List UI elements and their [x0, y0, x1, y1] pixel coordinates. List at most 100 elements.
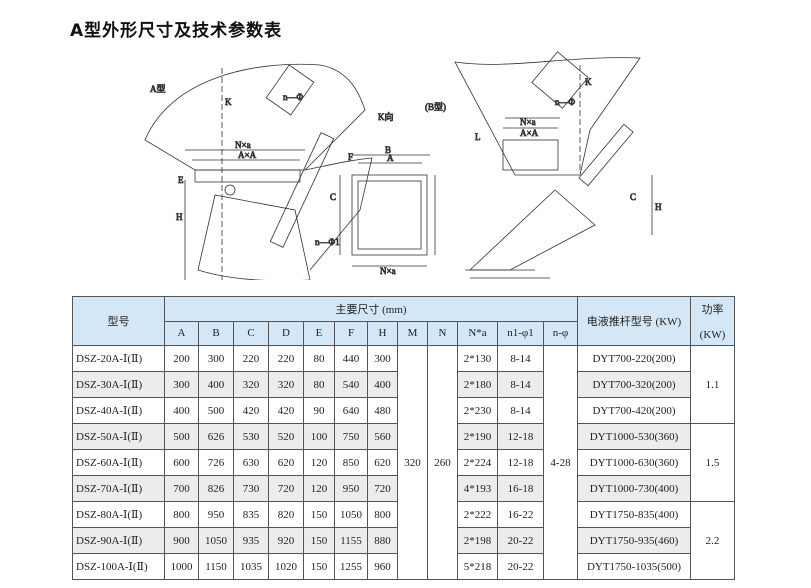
dim-a-cell: 1000 — [164, 553, 199, 580]
label-c: C — [330, 192, 336, 202]
dim-d-cell: 720 — [268, 475, 304, 502]
dim-h-cell: 960 — [367, 553, 398, 580]
dim-a-cell: 900 — [164, 527, 199, 554]
dim-f-cell: 950 — [334, 475, 368, 502]
label-h: H — [176, 212, 183, 222]
dim-h-cell: 300 — [367, 345, 398, 372]
dim-a-cell: 500 — [164, 423, 199, 450]
dim-e-cell: 80 — [303, 345, 335, 372]
model-cell: DSZ-20A-Ⅰ(Ⅱ) — [72, 345, 165, 372]
dim-h-cell: 560 — [367, 423, 398, 450]
header-col: F — [334, 320, 368, 346]
dim-c-cell: 730 — [233, 475, 269, 502]
label-b-n-a: N×a — [520, 117, 536, 127]
dim-n-phi-cell: 4-28 — [543, 345, 578, 580]
dim-f-cell: 1255 — [334, 553, 368, 580]
header-col: M — [397, 320, 428, 346]
dim-c-cell: 935 — [233, 527, 269, 554]
header-col: E — [303, 320, 335, 346]
dim-n1-phi1-cell: 8-14 — [497, 345, 544, 372]
dim-f-cell: 640 — [334, 397, 368, 424]
label-k-n-a: N×a — [380, 266, 396, 276]
dim-na-cell: 2*180 — [457, 371, 498, 398]
dim-a-cell: 200 — [164, 345, 199, 372]
dim-b-cell: 400 — [198, 371, 234, 398]
dim-h-cell: 880 — [367, 527, 398, 554]
dim-f-cell: 750 — [334, 423, 368, 450]
page-title: A型外形尺寸及技术参数表 — [70, 21, 283, 41]
power-unit: (KW) — [699, 329, 726, 341]
dim-d-cell: 820 — [268, 501, 304, 528]
label-n-phi1: n—Φ1 — [315, 237, 340, 247]
dim-a-cell: 800 — [164, 501, 199, 528]
power-label: 功率 — [701, 304, 724, 316]
header-model: 型号 — [72, 296, 165, 346]
dim-n1-phi1-cell: 16-22 — [497, 501, 544, 528]
dim-na-cell: 4*193 — [457, 475, 498, 502]
dim-d-cell: 220 — [268, 345, 304, 372]
actuator-cell: DYT1750-1035(500) — [577, 553, 691, 580]
dim-b-cell: 300 — [198, 345, 234, 372]
dim-n1-phi1-cell: 20-22 — [497, 527, 544, 554]
actuator-cell: DYT1750-935(460) — [577, 527, 691, 554]
dim-c-cell: 835 — [233, 501, 269, 528]
label-a: A — [387, 153, 394, 163]
dim-na-cell: 2*230 — [457, 397, 498, 424]
dim-d-cell: 320 — [268, 371, 304, 398]
dim-e-cell: 150 — [303, 527, 335, 554]
dim-na-cell: 5*218 — [457, 553, 498, 580]
power-cell: 1.1 — [690, 345, 735, 424]
dim-d-cell: 920 — [268, 527, 304, 554]
dim-d-cell: 620 — [268, 449, 304, 476]
model-cell: DSZ-100A-Ⅰ(Ⅱ) — [72, 553, 165, 580]
actuator-cell: DYT700-420(200) — [577, 397, 691, 424]
dim-b-cell: 1150 — [198, 553, 234, 580]
label-a-type: A型 — [150, 84, 166, 94]
dim-na-cell: 2*190 — [457, 423, 498, 450]
dim-n1-phi1-cell: 16-18 — [497, 475, 544, 502]
label-n-phi: n—Φ — [283, 92, 304, 102]
dim-e-cell: 150 — [303, 501, 335, 528]
k-view-drawing — [339, 154, 436, 267]
label-b-l: L — [475, 132, 481, 142]
dim-b-cell: 500 — [198, 397, 234, 424]
dim-n1-phi1-cell: 8-14 — [497, 397, 544, 424]
model-cell: DSZ-60A-Ⅰ(Ⅱ) — [72, 449, 165, 476]
label-a-a: A×A — [238, 150, 257, 160]
header-col: n1-φ1 — [497, 320, 544, 346]
dim-e-cell: 120 — [303, 449, 335, 476]
model-cell: DSZ-90A-Ⅰ(Ⅱ) — [72, 527, 165, 554]
header-col: C — [233, 320, 269, 346]
model-cell: DSZ-50A-Ⅰ(Ⅱ) — [72, 423, 165, 450]
label-b: B — [385, 145, 391, 155]
dim-b-cell: 626 — [198, 423, 234, 450]
dim-e-cell: 90 — [303, 397, 335, 424]
label-b-k: K — [585, 77, 592, 87]
b-type-drawing — [454, 51, 653, 279]
header-col: A — [164, 320, 199, 346]
header-power: 功率 (KW) — [690, 296, 735, 346]
header-main-dims: 主要尺寸 (mm) — [164, 296, 578, 322]
dim-n-cell: 260 — [427, 345, 458, 580]
dim-h-cell: 480 — [367, 397, 398, 424]
dim-d-cell: 420 — [268, 397, 304, 424]
power-cell: 2.2 — [690, 501, 735, 580]
label-k: K — [225, 97, 232, 107]
model-cell: DSZ-30A-Ⅰ(Ⅱ) — [72, 371, 165, 398]
actuator-cell: DYT1750-835(400) — [577, 501, 691, 528]
label-b-a-a: A×A — [520, 128, 539, 138]
dim-na-cell: 2*130 — [457, 345, 498, 372]
label-f: F — [348, 152, 353, 162]
dim-e-cell: 100 — [303, 423, 335, 450]
header-col: N*a — [457, 320, 498, 346]
dim-h-cell: 400 — [367, 371, 398, 398]
label-e: E — [178, 175, 184, 185]
dim-n1-phi1-cell: 12-18 — [497, 423, 544, 450]
power-cell: 1.5 — [690, 423, 735, 502]
